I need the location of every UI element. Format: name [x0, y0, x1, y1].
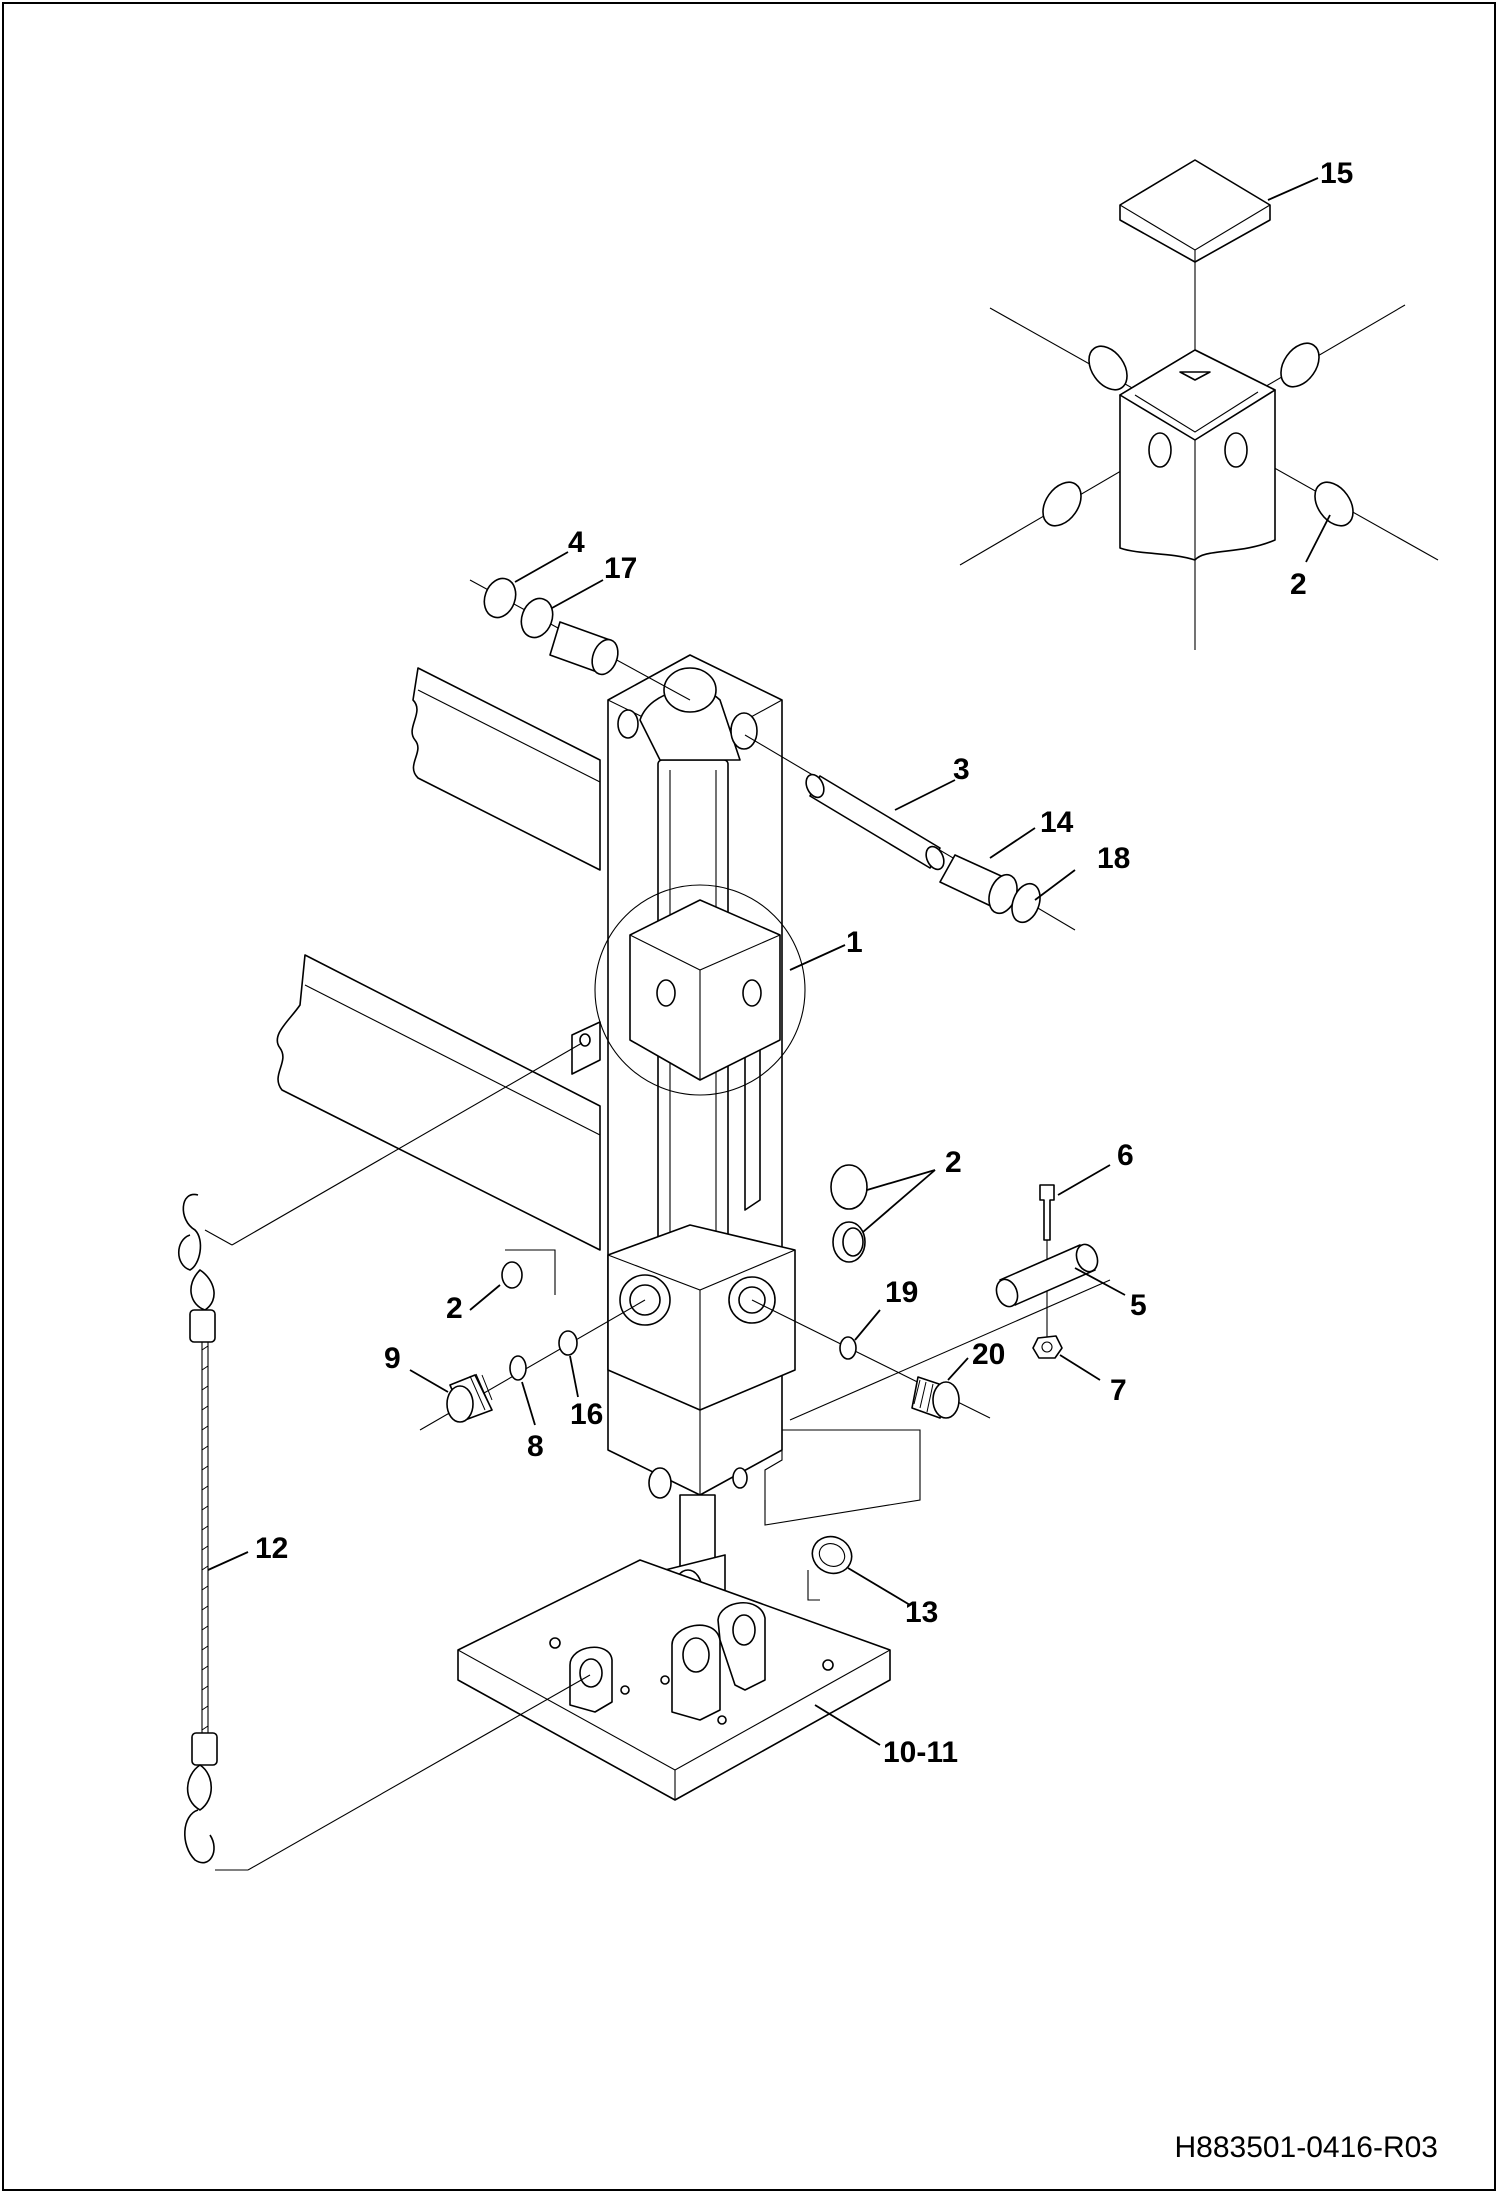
- cable-hook-bottom: [186, 1764, 213, 1811]
- frame-rails: [231, 667, 601, 1251]
- leader-lines: [207, 177, 1331, 1746]
- callout-4: 4: [568, 526, 585, 559]
- cap-plate: [1119, 159, 1271, 263]
- collar-block: [607, 1224, 796, 1411]
- socket-block: [1119, 349, 1276, 561]
- collar-parts: [419, 1164, 991, 1431]
- callout-9: 9: [384, 1342, 401, 1375]
- document-number: H883501-0416-R03: [1174, 2131, 1438, 2164]
- ring-8: [509, 1355, 527, 1381]
- pin-3: [809, 775, 941, 869]
- cable-hook-top: [177, 1193, 202, 1271]
- top-rings: [469, 577, 691, 701]
- ring-18: [1011, 882, 1041, 924]
- jack-tube-assembly: [594, 654, 921, 1626]
- callout-16: 16: [570, 1398, 603, 1431]
- bushing-13: [811, 1535, 853, 1575]
- washer-2-a: [830, 1164, 868, 1210]
- callout-2-top: 2: [945, 1146, 962, 1179]
- safety-cable: [177, 1193, 591, 1871]
- bolt-6: [1039, 1184, 1055, 1241]
- callout-10-11: 10-11: [883, 1736, 958, 1769]
- bushing-ring: [1280, 342, 1320, 388]
- callout-15: 15: [1320, 157, 1353, 190]
- callout-2-left: 2: [446, 1292, 463, 1325]
- base-plate: [457, 1559, 891, 1801]
- callout-8: 8: [527, 1430, 544, 1463]
- ring-19: [839, 1336, 857, 1360]
- callout-14: 14: [1040, 806, 1074, 839]
- inner-sleeve: [629, 899, 781, 1081]
- pin-assembly: [744, 734, 1076, 931]
- callout-17: 17: [604, 552, 637, 585]
- callout-1: 1: [846, 926, 863, 959]
- callout-3: 3: [953, 753, 970, 786]
- callout-18: 18: [1097, 842, 1130, 875]
- bushing-ring: [1042, 481, 1082, 527]
- ring-4: [483, 577, 517, 619]
- bushing-ring: [1088, 345, 1128, 391]
- callout-7: 7: [1110, 1374, 1127, 1407]
- callout-19: 19: [885, 1276, 918, 1309]
- bushing-ring: [1314, 481, 1354, 527]
- callout-6: 6: [1117, 1139, 1134, 1172]
- washer-2-left: [501, 1261, 523, 1289]
- callout-20: 20: [972, 1338, 1005, 1371]
- callout-2-detail: 2: [1290, 568, 1307, 601]
- callout-13: 13: [905, 1596, 938, 1629]
- callout-labels: 15 2 4 17 3 14 18 1 2 6 5 7 2 9 8 16 19 …: [255, 157, 1353, 1769]
- ring-17: [520, 597, 554, 639]
- ring-16: [558, 1330, 578, 1356]
- cylinder-rod: [679, 1494, 716, 1571]
- detail-view: [959, 159, 1439, 650]
- lock-pin-parts: [789, 1184, 1111, 1421]
- nut-7: [1032, 1335, 1063, 1359]
- callout-12: 12: [255, 1532, 288, 1565]
- callout-5: 5: [1130, 1289, 1147, 1322]
